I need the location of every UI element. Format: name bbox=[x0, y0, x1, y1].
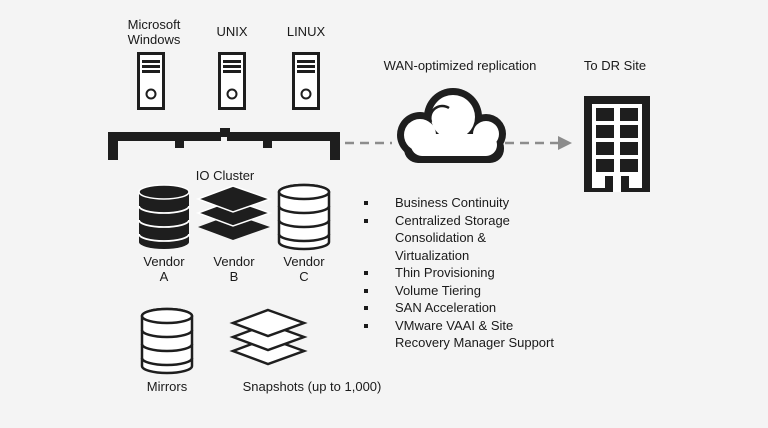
linux-server-label: LINUX bbox=[286, 24, 326, 39]
replication-arrow bbox=[345, 136, 572, 150]
replication-label: WAN-optimized replication bbox=[383, 58, 537, 73]
mirrors-disk-icon bbox=[140, 307, 194, 375]
linux-server-icon bbox=[291, 51, 321, 111]
vendor-c-disk-icon bbox=[277, 183, 331, 251]
unix-server-icon bbox=[217, 51, 247, 111]
vendor-b-layers-icon bbox=[195, 185, 273, 240]
windows-server-label: Microsoft Windows bbox=[127, 17, 181, 47]
feature-item: VMware VAAI & Site Recovery Manager Supp… bbox=[362, 317, 554, 352]
dr-site-label: To DR Site bbox=[583, 58, 647, 73]
snapshots-label: Snapshots (up to 1,000) bbox=[242, 379, 382, 394]
snapshots-layers-icon bbox=[229, 308, 308, 366]
feature-list: Business Continuity Centralized Storage … bbox=[362, 194, 554, 352]
io-cluster-bar bbox=[108, 128, 340, 160]
feature-item: Volume Tiering bbox=[362, 282, 554, 300]
vendor-b-label: Vendor B bbox=[213, 254, 255, 284]
windows-server-icon bbox=[136, 51, 166, 111]
vendor-a-label: Vendor A bbox=[143, 254, 185, 284]
feature-item: SAN Acceleration bbox=[362, 299, 554, 317]
feature-item: Centralized Storage Consolidation & Virt… bbox=[362, 212, 554, 265]
io-cluster-label: IO Cluster bbox=[195, 168, 255, 183]
vendor-c-label: Vendor C bbox=[283, 254, 325, 284]
unix-server-label: UNIX bbox=[216, 24, 248, 39]
feature-item: Business Continuity bbox=[362, 194, 554, 212]
vendor-a-disk-icon bbox=[138, 184, 190, 249]
mirrors-label: Mirrors bbox=[146, 379, 188, 394]
feature-item: Thin Provisioning bbox=[362, 264, 554, 282]
dr-site-building-icon bbox=[584, 96, 650, 192]
